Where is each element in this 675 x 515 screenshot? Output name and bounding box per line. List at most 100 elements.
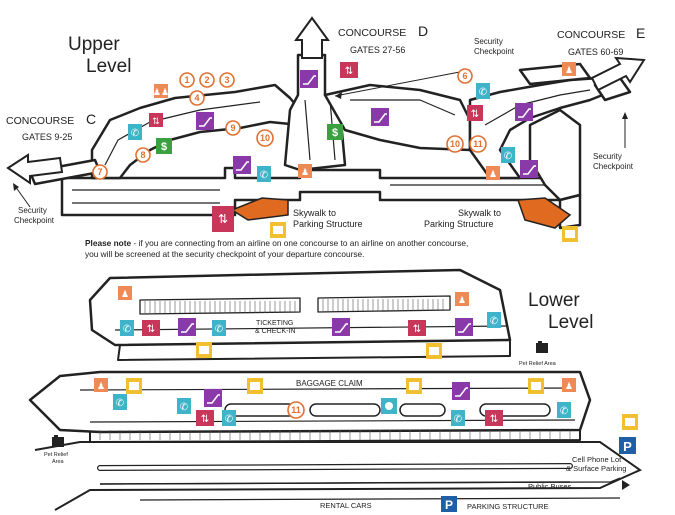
escalator-icon[interactable] — [520, 160, 538, 178]
gate-number-11-lower[interactable]: 11 — [287, 401, 305, 419]
svg-text:6: 6 — [462, 71, 467, 81]
svg-text:11: 11 — [291, 405, 301, 415]
svg-text:✆: ✆ — [131, 128, 139, 139]
phone-icon[interactable]: ✆ — [222, 410, 236, 426]
restroom-icon[interactable]: ♟ — [118, 286, 132, 300]
svg-text:⇅: ⇅ — [490, 414, 498, 425]
rental-cars-label: RENTAL CARS — [320, 501, 372, 510]
pet-icon — [52, 435, 64, 447]
escalator-icon[interactable] — [455, 318, 473, 336]
restroom-icon[interactable]: ♟ — [455, 292, 469, 306]
svg-text:10: 10 — [260, 133, 270, 143]
svg-text:$: $ — [332, 127, 338, 139]
gate-number-1[interactable]: 1 — [179, 72, 195, 88]
security-right-2: Checkpoint — [593, 162, 634, 171]
svg-text:⇅: ⇅ — [218, 212, 228, 226]
baggage-hatch — [99, 430, 571, 440]
parking-icon[interactable]: P — [441, 496, 457, 512]
elevator-icon[interactable]: ⇅ — [149, 113, 163, 127]
svg-text:⇅: ⇅ — [413, 324, 421, 335]
upper-level-building — [28, 53, 632, 230]
phone-icon[interactable]: ✆ — [128, 124, 142, 140]
escalator-icon[interactable] — [332, 318, 350, 336]
svg-text:11: 11 — [473, 139, 483, 149]
pet-relief-left-2: Area — [52, 459, 65, 465]
gate-number-9[interactable]: 9 — [225, 120, 241, 136]
elevator-icon[interactable]: ⇅ — [485, 410, 503, 426]
phone-icon[interactable]: ✆ — [476, 83, 490, 99]
info-icon[interactable] — [426, 343, 442, 359]
parking-icon[interactable]: P — [619, 437, 636, 454]
phone-icon[interactable]: ✆ — [451, 410, 465, 426]
restroom-icon[interactable]: ♟ — [94, 378, 108, 392]
security-top-2: Checkpoint — [474, 47, 515, 56]
phone-icon[interactable]: ✆ — [257, 166, 271, 182]
info-icon[interactable] — [196, 342, 212, 358]
gate-number-7[interactable]: 7 — [92, 164, 108, 180]
connection-note: Please note - if you are connecting from… — [85, 238, 565, 260]
escalator-icon[interactable] — [371, 108, 389, 126]
restroom-icon[interactable]: ♟ — [562, 378, 576, 392]
phone-icon[interactable]: ✆ — [212, 320, 226, 336]
gate-number-6[interactable]: 6 — [457, 68, 473, 84]
atm-icon[interactable]: $ — [156, 138, 172, 154]
escalator-icon[interactable] — [178, 318, 196, 336]
escalator-icon[interactable] — [515, 103, 533, 121]
escalator-icon[interactable] — [233, 156, 251, 174]
baggage-building — [28, 370, 592, 443]
info-icon[interactable] — [622, 414, 638, 430]
svg-text:4: 4 — [194, 93, 199, 103]
ticketing-label-1: TICKETING — [256, 320, 293, 327]
info-icon[interactable] — [562, 226, 578, 242]
elevator-icon[interactable]: ⇅ — [196, 410, 214, 426]
elevator-icon[interactable]: ⇅ — [408, 320, 426, 336]
svg-text:♟: ♟ — [565, 65, 573, 75]
security-top-1: Security — [474, 37, 503, 46]
gate-number-3[interactable]: 3 — [219, 72, 235, 88]
phone-icon[interactable]: ✆ — [113, 394, 127, 410]
info-icon[interactable] — [126, 378, 142, 394]
gate-number-8[interactable]: 8 — [135, 147, 151, 163]
svg-text:✆: ✆ — [560, 406, 568, 417]
phone-icon[interactable]: ✆ — [177, 398, 191, 414]
escalator-icon[interactable] — [300, 70, 318, 88]
restroom-icon[interactable]: ♟ — [298, 164, 312, 178]
restroom-icon[interactable]: ♟ — [562, 62, 576, 76]
phone-icon[interactable]: ✆ — [501, 147, 515, 163]
info-icon[interactable] — [247, 378, 263, 394]
concourse-e-letter: E — [636, 25, 645, 41]
skyway-right-1: Skywalk to — [458, 208, 501, 218]
escalator-icon[interactable] — [204, 389, 222, 407]
svg-text:P: P — [623, 439, 632, 454]
skyway-left — [230, 197, 289, 221]
carousel-2 — [309, 403, 381, 417]
atm-icon[interactable]: $ — [327, 124, 343, 140]
info-icon[interactable] — [270, 222, 286, 238]
phone-icon[interactable]: ✆ — [487, 312, 501, 328]
escalator-icon[interactable] — [196, 112, 214, 130]
elevator-icon[interactable]: ⇅ — [467, 105, 483, 121]
elevator-icon[interactable]: ⇅ — [340, 62, 358, 78]
lower-level-title-1: Lower — [528, 290, 580, 311]
escalator-icon[interactable] — [452, 382, 470, 400]
elevator-icon[interactable]: ⇅ — [212, 206, 234, 232]
restroom-icon[interactable]: ♟ — [486, 166, 500, 180]
svg-text:P: P — [445, 498, 453, 512]
info-icon[interactable] — [528, 378, 544, 394]
gate-number-4[interactable]: 4 — [189, 90, 205, 106]
phone-icon[interactable]: ✆ — [557, 402, 571, 418]
gate-number-10[interactable]: 10 — [256, 129, 274, 147]
phone-icon[interactable]: ✆ — [120, 320, 134, 336]
concourse-c-name: CONCOURSE — [6, 115, 74, 127]
gate-number-2[interactable]: 2 — [199, 72, 215, 88]
pet-icon — [536, 341, 548, 353]
info-icon[interactable] — [406, 378, 422, 394]
cell-phone-lot-1: Cell Phone Lot — [572, 455, 622, 464]
gate-number-10b[interactable]: 10 — [446, 135, 464, 153]
baby-changing-icon[interactable] — [381, 398, 397, 414]
svg-text:✆: ✆ — [490, 316, 498, 327]
gate-number-11[interactable]: 11 — [469, 135, 487, 153]
svg-text:⇅: ⇅ — [345, 66, 353, 77]
elevator-icon[interactable]: ⇅ — [142, 320, 160, 336]
restroom-icon[interactable]: ♟♟ — [153, 84, 169, 98]
